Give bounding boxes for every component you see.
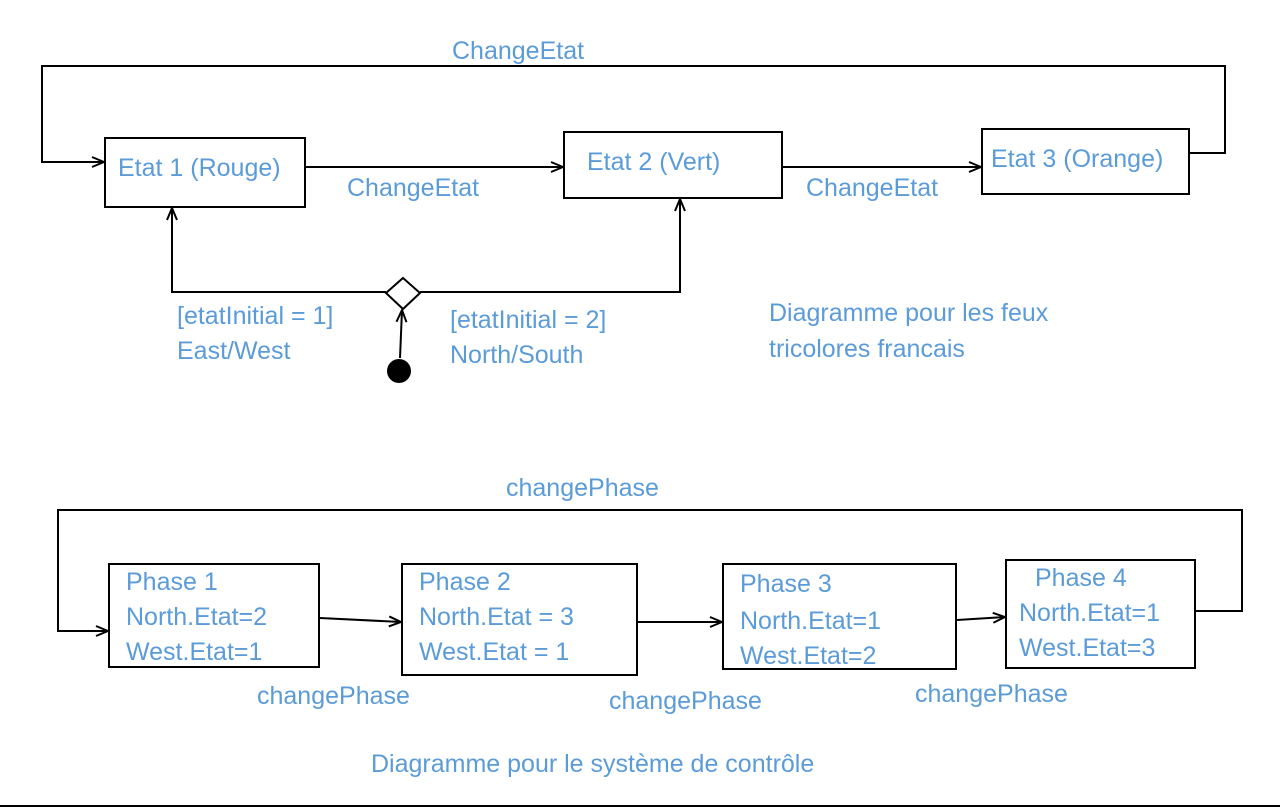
phase-2: Phase 2 North.Etat = 3 West.Etat = 1: [401, 563, 638, 676]
guard-1-condition: [etatInitial = 1]: [177, 302, 334, 330]
bottom-caption: Diagramme pour le système de contrôle: [371, 750, 815, 778]
state-etat2-label: Etat 2 (Vert): [587, 148, 721, 176]
transition-line-phase1-phase2: [319, 618, 401, 622]
loop-line-phase4-to-phase1: [57, 509, 1243, 631]
transition-label-phase3-phase4: changePhase: [915, 680, 1068, 708]
phase-3-title: Phase 3: [740, 570, 832, 598]
transition-line-phase3-phase4: [956, 617, 1005, 620]
phase-2-title: Phase 2: [419, 568, 511, 596]
phase-3: Phase 3 North.Etat=1 West.Etat=2: [722, 563, 957, 670]
state-etat1: Etat 1 (Rouge): [104, 137, 306, 208]
transition-label-etat2-etat3: ChangeEtat: [806, 174, 939, 202]
loop-line-etat3-to-etat1: [41, 65, 1226, 162]
state-etat3: Etat 3 (Orange): [981, 128, 1190, 195]
top-caption-line2: tricolores francais: [769, 335, 965, 363]
phase-4-west: West.Etat=3: [1019, 634, 1156, 662]
state-etat2: Etat 2 (Vert): [563, 131, 783, 199]
phase-1-north: North.Etat=2: [126, 603, 268, 631]
phase-2-north: North.Etat = 3: [419, 603, 574, 631]
initial-line-to-decision: [400, 310, 402, 359]
phase-1-west: West.Etat=1: [126, 638, 263, 666]
state-etat1-label: Etat 1 (Rouge): [118, 154, 281, 182]
transition-label-phase1-phase2: changePhase: [257, 682, 410, 710]
state-etat3-label: Etat 3 (Orange): [991, 145, 1164, 173]
phase-3-west: West.Etat=2: [740, 642, 877, 670]
guard-1-direction: East/West: [177, 337, 291, 365]
bottom-loop-label: changePhase: [506, 474, 659, 502]
phase-4-north: North.Etat=1: [1019, 599, 1161, 627]
transition-label-etat1-etat2: ChangeEtat: [347, 174, 480, 202]
phase-1: Phase 1 North.Etat=2 West.Etat=1: [108, 563, 320, 668]
guard-line-to-etat2: [420, 199, 680, 293]
initial-state-node: [387, 359, 411, 383]
transition-label-phase2-phase3: changePhase: [609, 687, 762, 715]
phase-1-title: Phase 1: [126, 568, 218, 596]
top-loop-label: ChangeEtat: [452, 37, 585, 65]
phase-4-title: Phase 4: [1035, 564, 1127, 592]
phase-2-west: West.Etat = 1: [419, 638, 570, 666]
top-caption-line1: Diagramme pour les feux: [769, 299, 1049, 327]
phase-3-north: North.Etat=1: [740, 607, 882, 635]
decision-node: [384, 276, 422, 311]
guard-2-direction: North/South: [450, 341, 584, 369]
phase-4: Phase 4 North.Etat=1 West.Etat=3: [1005, 559, 1196, 669]
guard-line-to-etat1: [172, 208, 386, 293]
guard-2-condition: [etatInitial = 2]: [450, 306, 607, 334]
